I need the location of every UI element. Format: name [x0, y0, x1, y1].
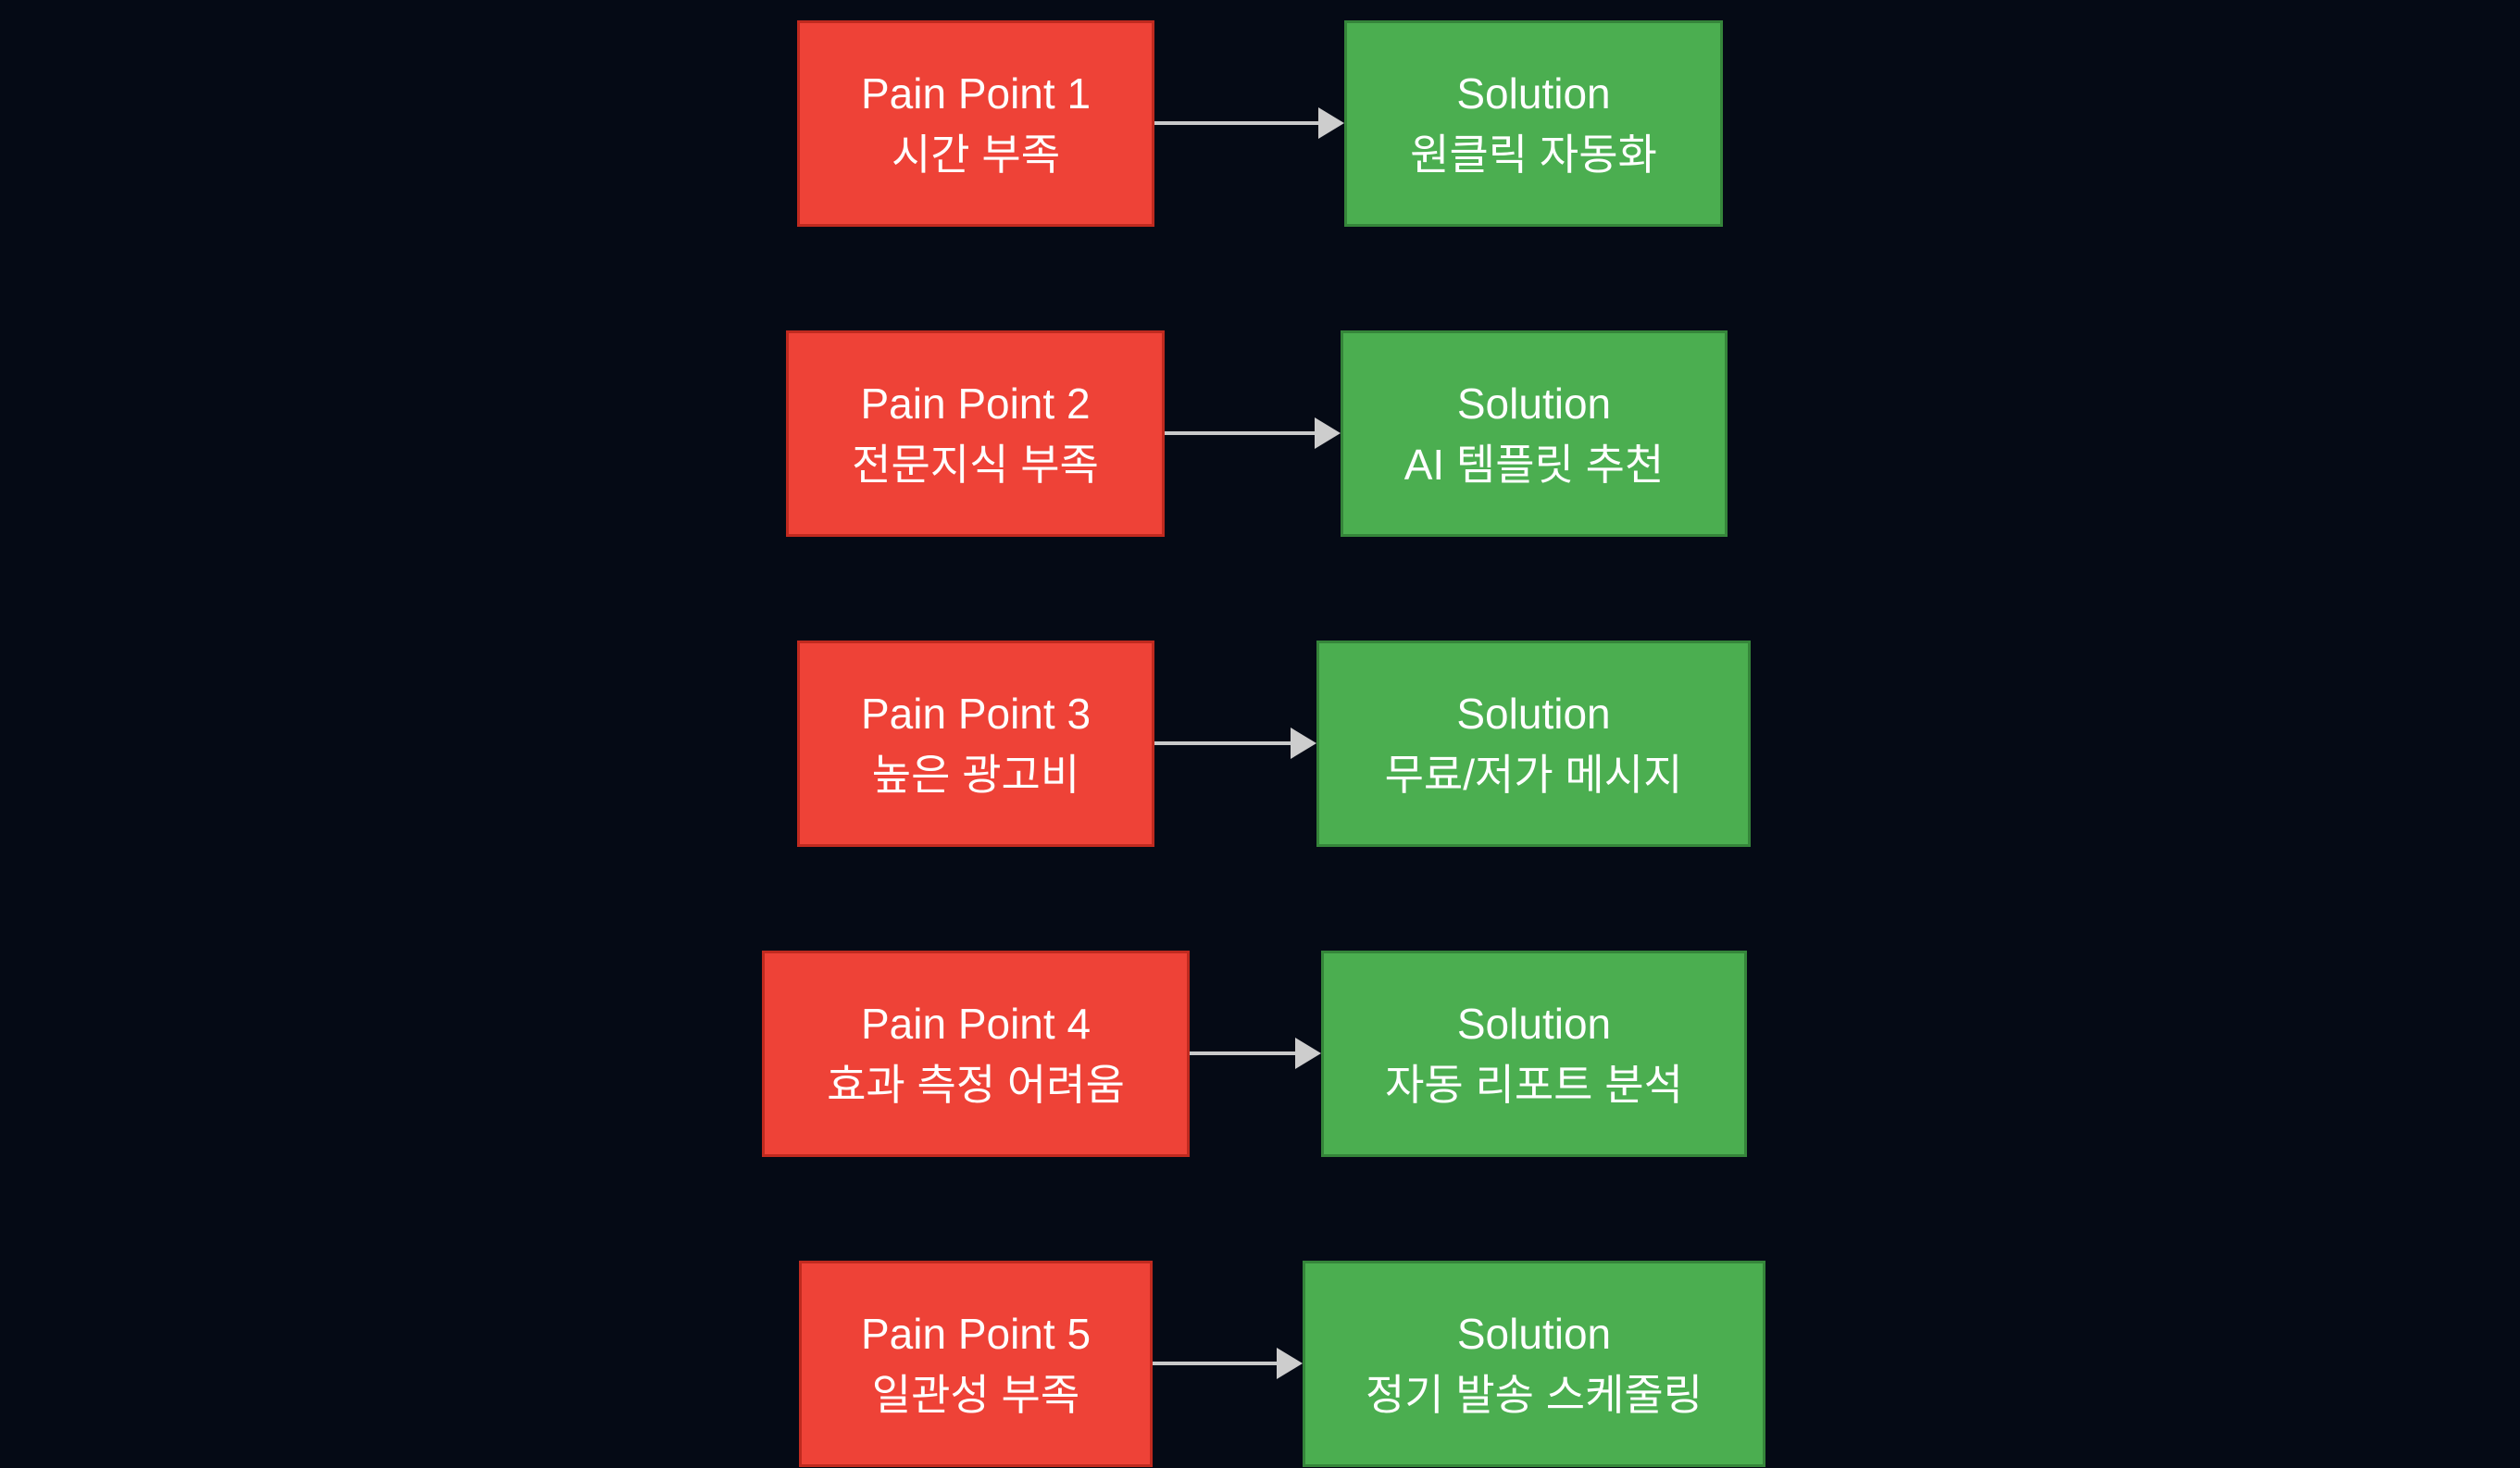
pain-point-4-title: Pain Point 4	[860, 999, 1092, 1048]
solution-4-box: Solution 자동 리포트 분석	[1321, 951, 1747, 1157]
pain-point-1-desc: 시간 부족	[891, 130, 1061, 179]
pain-point-1-box: Pain Point 1 시간 부족	[797, 20, 1154, 227]
arrow-shaft	[1190, 1051, 1297, 1055]
arrow-head	[1318, 107, 1344, 139]
solution-5-box: Solution 정기 발송 스케줄링	[1303, 1261, 1765, 1467]
arrow-4	[1190, 1038, 1321, 1069]
pain-point-3-box: Pain Point 3 높은 광고비	[797, 641, 1154, 847]
arrow-shaft	[1154, 741, 1292, 745]
arrow-1	[1154, 107, 1344, 139]
arrow-5	[1153, 1348, 1303, 1379]
solution-3-desc: 무료/저가 메시지	[1384, 750, 1683, 799]
pain-point-2-title: Pain Point 2	[860, 379, 1091, 428]
pain-point-5-desc: 일관성 부족	[871, 1370, 1080, 1419]
pain-point-3-desc: 높은 광고비	[871, 750, 1080, 799]
arrow-head	[1277, 1348, 1303, 1379]
pain-point-4-desc: 효과 측정 어려움	[827, 1060, 1125, 1109]
solution-3-title: Solution	[1456, 689, 1611, 738]
arrow-shaft	[1154, 121, 1320, 125]
arrow-head	[1295, 1038, 1321, 1069]
arrow-2	[1165, 417, 1341, 449]
solution-4-desc: 자동 리포트 분석	[1385, 1060, 1683, 1109]
pain-point-4-box: Pain Point 4 효과 측정 어려움	[762, 951, 1190, 1157]
pain-point-2-desc: 전문지식 부족	[852, 440, 1099, 489]
pain-point-1-title: Pain Point 1	[860, 68, 1092, 118]
arrow-shaft	[1165, 431, 1316, 435]
pain-point-2-box: Pain Point 2 전문지식 부족	[786, 330, 1165, 537]
pain-point-5-title: Pain Point 5	[860, 1309, 1092, 1358]
solution-1-title: Solution	[1456, 68, 1611, 118]
arrow-shaft	[1153, 1362, 1279, 1365]
solution-3-box: Solution 무료/저가 메시지	[1316, 641, 1751, 847]
solution-5-title: Solution	[1456, 1309, 1612, 1358]
solution-2-desc: AI 템플릿 추천	[1403, 440, 1665, 489]
solution-2-box: Solution AI 템플릿 추천	[1341, 330, 1728, 537]
solution-1-box: Solution 원클릭 자동화	[1344, 20, 1723, 227]
arrow-head	[1291, 728, 1316, 759]
solution-4-title: Solution	[1456, 999, 1612, 1048]
pain-point-3-title: Pain Point 3	[860, 689, 1092, 738]
arrow-3	[1154, 728, 1316, 759]
pain-point-5-box: Pain Point 5 일관성 부족	[799, 1261, 1153, 1467]
solution-1-desc: 원클릭 자동화	[1410, 130, 1657, 179]
arrow-head	[1315, 417, 1341, 449]
solution-2-title: Solution	[1456, 379, 1612, 428]
solution-5-desc: 정기 발송 스케줄링	[1365, 1370, 1703, 1419]
